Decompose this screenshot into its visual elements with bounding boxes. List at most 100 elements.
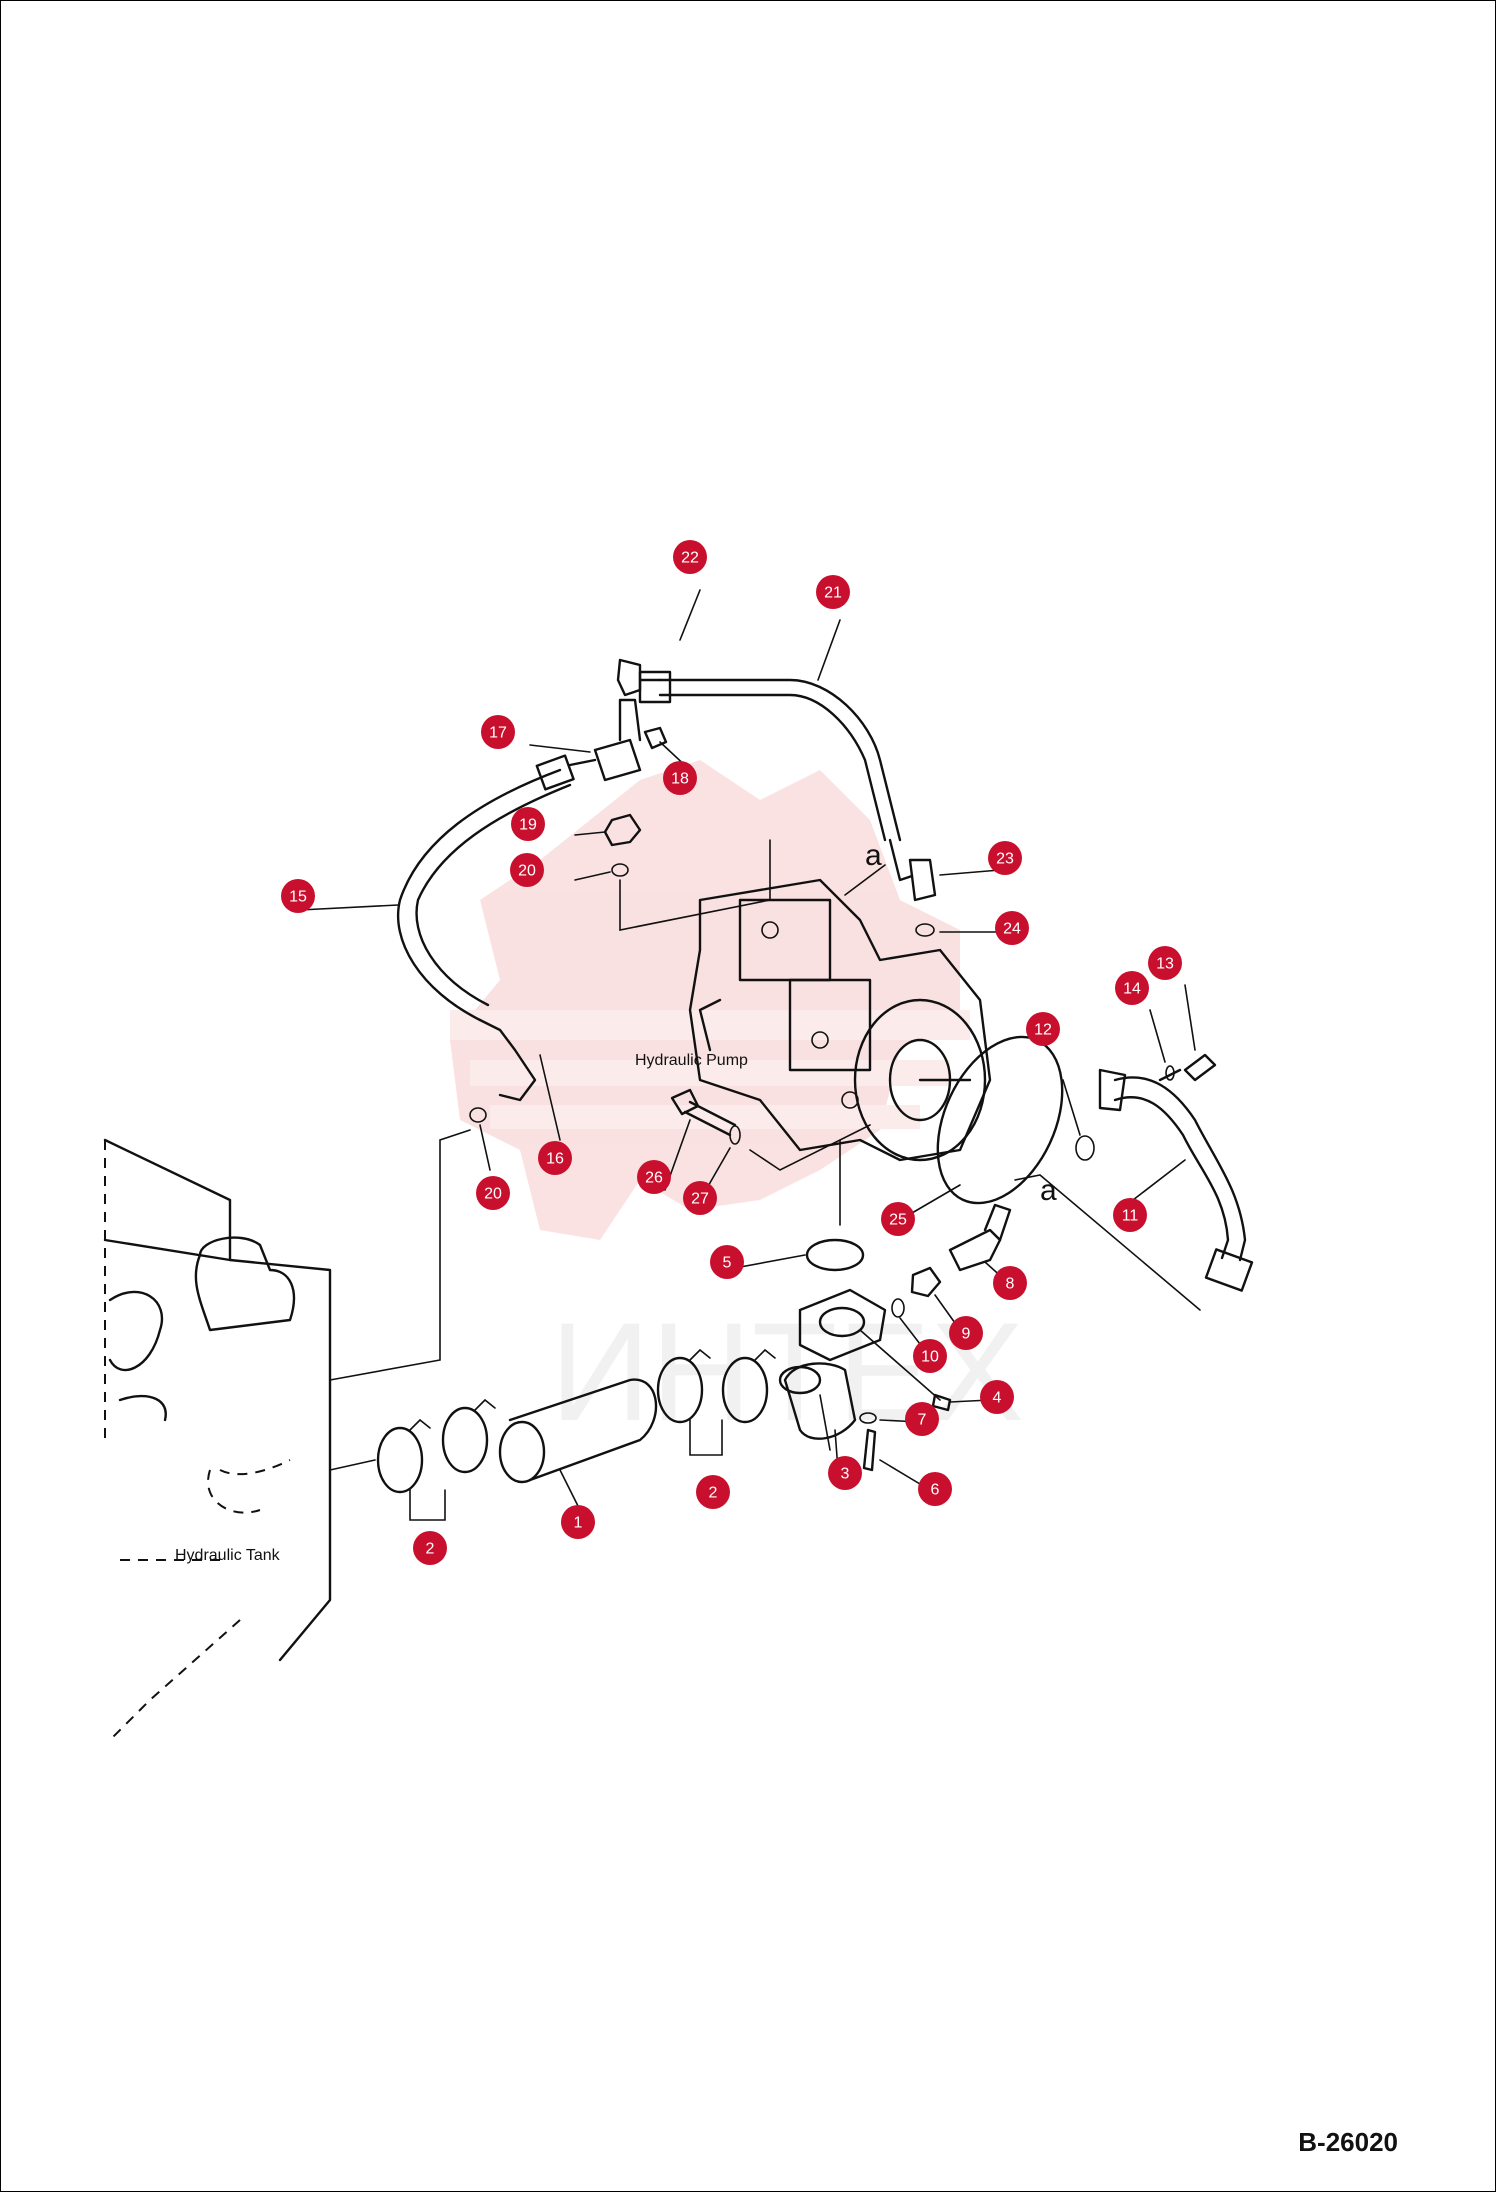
callout-number: 12 <box>1034 1022 1052 1039</box>
callout-4: 4 <box>980 1380 1014 1414</box>
callout-21: 21 <box>816 575 850 609</box>
callout-8: 8 <box>993 1266 1027 1300</box>
callout-11: 11 <box>1113 1198 1147 1232</box>
callout-number: 4 <box>993 1390 1002 1407</box>
callout-number: 9 <box>962 1326 971 1343</box>
hose-15 <box>396 754 575 1102</box>
mark-a-lower: a <box>1040 1174 1057 1207</box>
callout-marker <box>281 879 315 913</box>
washer-7 <box>859 1412 877 1424</box>
callout-number: 16 <box>546 1151 564 1168</box>
callout-marker <box>637 1160 671 1194</box>
hydraulic-pump: Hydraulic Pump <box>635 878 992 1162</box>
callout-number: 25 <box>889 1212 907 1229</box>
callout-marker <box>918 1472 952 1506</box>
callout-20: 20 <box>510 853 544 887</box>
flange-elbow-3 <box>778 1288 887 1440</box>
washer-27 <box>729 1125 741 1145</box>
oring-5 <box>805 1238 865 1272</box>
callout-marker <box>673 540 707 574</box>
callout-number: 14 <box>1123 981 1141 998</box>
callout-marker <box>1115 971 1149 1005</box>
callout-25: 25 <box>881 1202 915 1236</box>
callout-number: 5 <box>723 1255 732 1272</box>
callout-14: 14 <box>1115 971 1149 1005</box>
callout-number: 18 <box>671 771 689 788</box>
callout-number: 24 <box>1003 921 1021 938</box>
callout-marker <box>561 1505 595 1539</box>
callout-number: 7 <box>918 1412 927 1429</box>
pipe-11 <box>1098 1068 1254 1292</box>
callout-3: 3 <box>828 1456 862 1490</box>
bolt-13 <box>1158 1053 1217 1082</box>
callout-marker <box>816 575 850 609</box>
callout-number: 13 <box>1156 956 1174 973</box>
valve-23 <box>908 858 937 937</box>
hose-clamps-2 <box>376 1348 776 1521</box>
callout-26: 26 <box>637 1160 671 1194</box>
callout-12: 12 <box>1026 1012 1060 1046</box>
callout-marker <box>1026 1012 1060 1046</box>
callout-10: 10 <box>913 1339 947 1373</box>
bolt-4 <box>931 1393 952 1412</box>
callout-marker <box>993 1266 1027 1300</box>
callout-marker <box>710 1245 744 1279</box>
callout-marker <box>476 1176 510 1210</box>
callout-marker <box>663 761 697 795</box>
callout-marker <box>510 853 544 887</box>
callout-number: 21 <box>824 585 842 602</box>
callout-number: 23 <box>996 851 1014 868</box>
callout-marker <box>538 1141 572 1175</box>
oring-12 <box>1075 1135 1095 1161</box>
callout-17: 17 <box>481 715 515 749</box>
tee-fitting-17 <box>568 698 668 782</box>
callout-marker <box>1113 1198 1147 1232</box>
callout-7: 7 <box>905 1402 939 1436</box>
callout-number: 10 <box>921 1349 939 1366</box>
callout-16: 16 <box>538 1141 572 1175</box>
callout-number: 26 <box>645 1170 663 1187</box>
callout-number: 22 <box>681 550 699 567</box>
callout-20: 20 <box>476 1176 510 1210</box>
callout-22: 22 <box>673 540 707 574</box>
drawing-code: B-26020 <box>1298 2127 1398 2157</box>
callout-number: 11 <box>1122 1208 1139 1225</box>
callout-marker <box>511 807 545 841</box>
bolt-6 <box>862 1428 877 1472</box>
callout-2: 2 <box>696 1475 730 1509</box>
callout-number: 17 <box>489 725 507 742</box>
callout-2: 2 <box>413 1531 447 1565</box>
callout-marker <box>881 1202 915 1236</box>
nut-9 <box>910 1266 942 1298</box>
callout-5: 5 <box>710 1245 744 1279</box>
callout-marker <box>988 841 1022 875</box>
callout-number: 27 <box>691 1191 709 1208</box>
callout-number: 1 <box>574 1515 583 1532</box>
tank-label: Hydraulic Tank <box>175 1547 281 1564</box>
callout-marker <box>905 1402 939 1436</box>
callout-marker <box>1148 946 1182 980</box>
callout-6: 6 <box>918 1472 952 1506</box>
bolt-26 <box>670 1088 737 1137</box>
suction-hose-1 <box>498 1378 658 1484</box>
oring-10 <box>891 1298 905 1318</box>
callout-18: 18 <box>663 761 697 795</box>
hose-21 <box>638 670 914 882</box>
callout-13: 13 <box>1148 946 1182 980</box>
callout-24: 24 <box>995 911 1029 945</box>
mark-a-upper: a <box>865 839 882 872</box>
pump-label: Hydraulic Pump <box>635 1052 748 1069</box>
callout-marker <box>949 1316 983 1350</box>
callout-9: 9 <box>949 1316 983 1350</box>
callout-marker <box>413 1531 447 1565</box>
callout-marker <box>980 1380 1014 1414</box>
callout-number: 15 <box>289 889 307 906</box>
callout-marker <box>481 715 515 749</box>
callout-19: 19 <box>511 807 545 841</box>
callout-1: 1 <box>561 1505 595 1539</box>
callout-number: 6 <box>931 1482 940 1499</box>
callout-number: 3 <box>841 1466 850 1483</box>
